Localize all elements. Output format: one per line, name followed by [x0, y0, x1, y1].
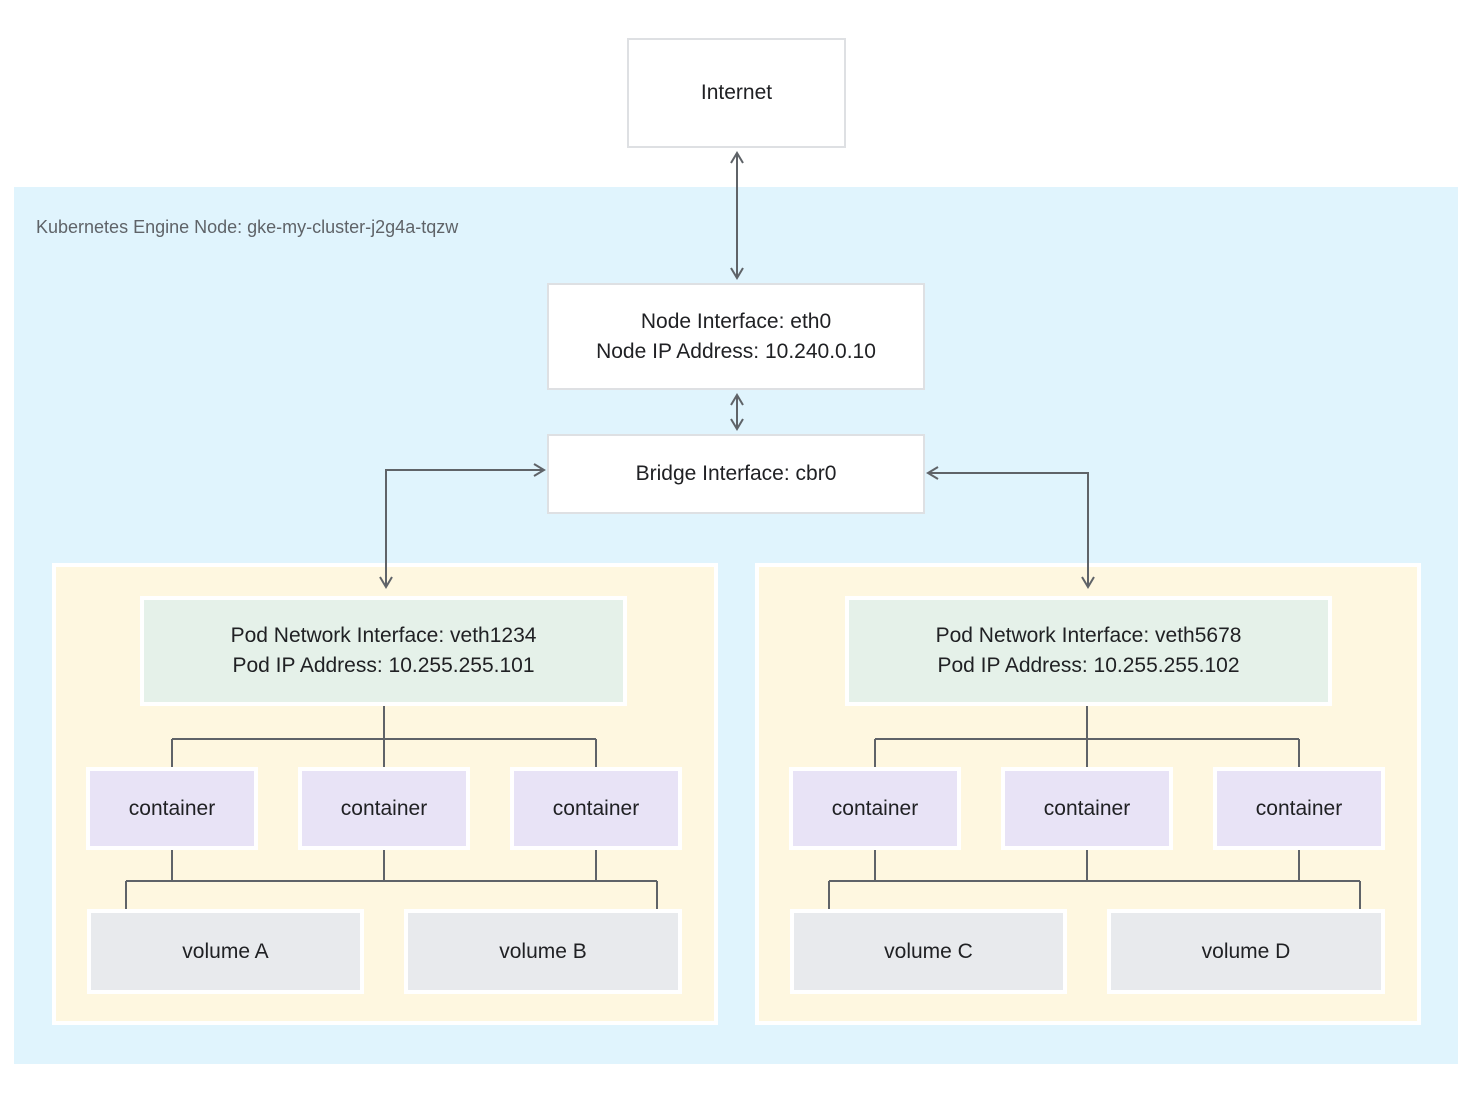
volume-box: volume D [1107, 909, 1385, 994]
pod-interface-line2: Pod IP Address: 10.255.255.101 [232, 654, 535, 677]
pod-network-interface-box-right: Pod Network Interface: veth5678 Pod IP A… [845, 596, 1332, 706]
volume-label: volume B [499, 939, 587, 963]
bridge-interface-box: Bridge Interface: cbr0 [547, 434, 925, 514]
internet-box: Internet [627, 38, 846, 148]
internet-label: Internet [700, 81, 773, 104]
volume-box: volume A [87, 909, 364, 994]
pod-interface-line2: Pod IP Address: 10.255.255.102 [937, 654, 1240, 677]
node-interface-box: Node Interface: eth0 Node IP Address: 10… [547, 283, 925, 390]
volume-label: volume D [1201, 939, 1291, 963]
pod-interface-line1: Pod Network Interface: veth5678 [935, 624, 1242, 647]
volume-label: volume C [884, 939, 973, 963]
container-label: container [340, 796, 428, 820]
container-box: container [1001, 767, 1173, 850]
container-box: container [298, 767, 470, 850]
kubernetes-node-region-label: Kubernetes Engine Node: gke-my-cluster-j… [36, 217, 459, 237]
node-interface-line1: Node Interface: eth0 [640, 309, 832, 333]
container-box: container [1213, 767, 1385, 850]
bridge-interface-label: Bridge Interface: cbr0 [635, 462, 837, 485]
container-label: container [1043, 796, 1131, 820]
volume-box: volume B [404, 909, 682, 994]
container-label: container [128, 796, 216, 820]
container-label: container [831, 796, 919, 820]
container-box: container [789, 767, 961, 850]
pod-interface-line1: Pod Network Interface: veth1234 [230, 624, 537, 647]
container-box: container [510, 767, 682, 850]
node-interface-line2: Node IP Address: 10.240.0.10 [596, 339, 876, 363]
pod-network-interface-box-left: Pod Network Interface: veth1234 Pod IP A… [140, 596, 627, 706]
container-label: container [1255, 796, 1343, 820]
volume-label: volume A [182, 939, 269, 963]
container-box: container [86, 767, 258, 850]
container-label: container [552, 796, 640, 820]
volume-box: volume C [790, 909, 1067, 994]
